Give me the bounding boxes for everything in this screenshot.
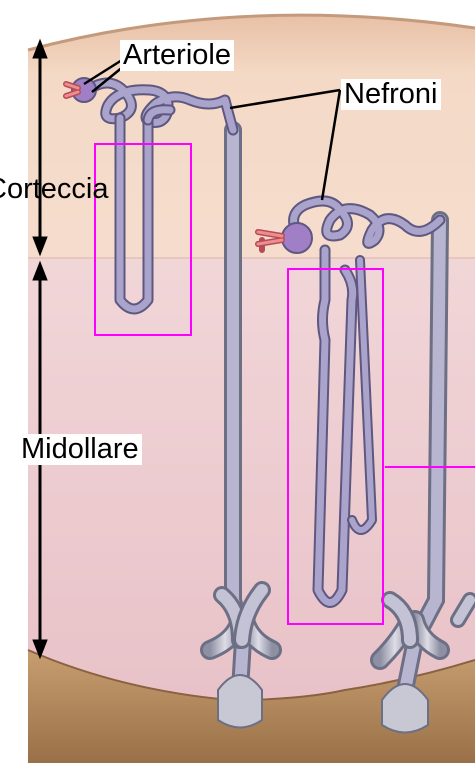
arteriole-label: Arteriole xyxy=(120,40,234,71)
midollare-label: Midollare xyxy=(18,434,142,465)
corteccia-label: Corteccia xyxy=(0,175,109,204)
nefroni-label: Nefroni xyxy=(341,79,441,110)
